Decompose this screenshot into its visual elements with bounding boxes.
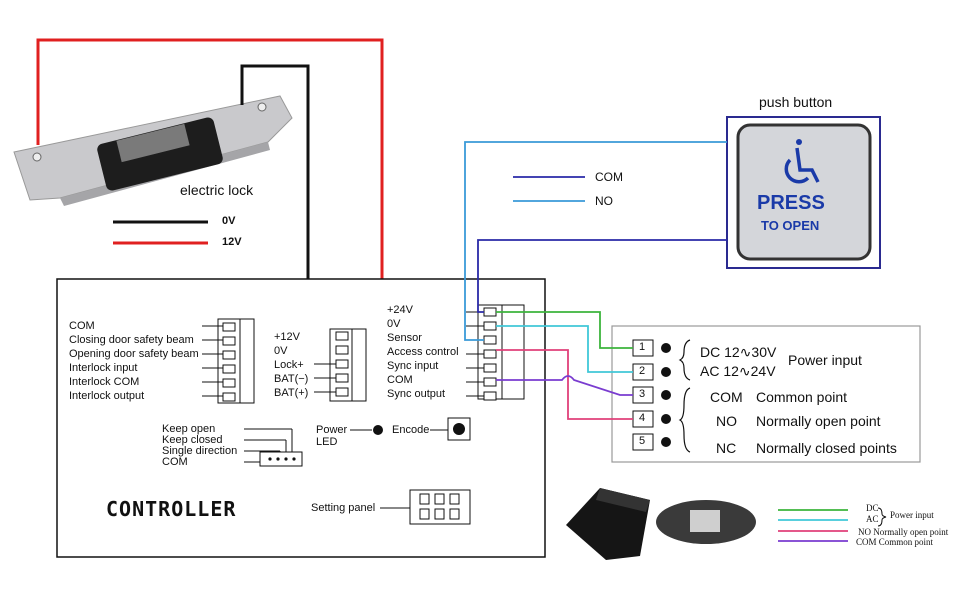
normally-closed-label: Normally closed points bbox=[756, 440, 897, 456]
power-led-label: Power bbox=[316, 424, 348, 436]
right-terminal-label: 0V bbox=[387, 318, 401, 330]
mid-terminal-label: BAT(+) bbox=[274, 387, 309, 399]
terminal-number: 1 bbox=[639, 341, 646, 353]
cyan-wire bbox=[496, 325, 633, 373]
mid-terminal-label: 0V bbox=[274, 345, 288, 357]
right-terminal-label: Access control bbox=[387, 346, 459, 358]
encode-knob-icon bbox=[453, 423, 465, 435]
electric-lock-image bbox=[13, 95, 293, 206]
normally-open-label: Normally open point bbox=[756, 413, 881, 429]
terminal-number: 5 bbox=[639, 435, 646, 447]
setting-panel-connector bbox=[380, 489, 471, 525]
mid-terminal-label: +12V bbox=[274, 331, 300, 343]
right-terminal-block bbox=[466, 304, 525, 401]
power-brace bbox=[678, 339, 691, 381]
green-wire bbox=[496, 311, 633, 349]
right-terminal-label: Sensor bbox=[387, 332, 422, 344]
dc-range-label: DC 12∿30V bbox=[700, 344, 777, 360]
electric-lock-title: electric lock bbox=[180, 182, 254, 198]
sensor-photo-1 bbox=[566, 488, 650, 560]
power-led-icon bbox=[373, 425, 383, 435]
mid-terminal-label: BAT(−) bbox=[274, 373, 309, 385]
to-open-text: TO OPEN bbox=[761, 218, 820, 233]
contact-brace bbox=[678, 387, 691, 453]
left-terminal-label: Interlock input bbox=[69, 362, 138, 374]
mode-switch-connector bbox=[244, 428, 303, 467]
no-code-label: NO bbox=[716, 413, 737, 429]
small-dc-label: DC bbox=[866, 503, 879, 513]
legend-no-label: NO bbox=[595, 194, 613, 208]
nc-code-label: NC bbox=[716, 440, 737, 456]
com-code-label: COM bbox=[710, 389, 743, 405]
right-terminal-label: +24V bbox=[387, 304, 413, 316]
sensor-photo-2 bbox=[656, 500, 756, 544]
controller-title: CONTROLLER bbox=[106, 497, 237, 521]
wheelchair-icon bbox=[784, 139, 820, 184]
right-terminal-label: COM bbox=[387, 374, 413, 386]
sensor-terminals bbox=[632, 339, 671, 451]
purple-wire bbox=[496, 375, 633, 396]
mode-label: Keep closed bbox=[162, 434, 223, 446]
left-terminal-label: Closing door safety beam bbox=[69, 334, 194, 346]
mid-terminal-label: Lock+ bbox=[274, 359, 304, 371]
small-no-label: NO Normally open point bbox=[858, 527, 949, 537]
encode-label: Encode bbox=[392, 424, 430, 436]
press-text: PRESS bbox=[757, 192, 825, 214]
push-button-plate[interactable] bbox=[736, 123, 872, 261]
right-terminal-label: Sync output bbox=[387, 388, 446, 400]
mode-label: COM bbox=[162, 456, 188, 468]
small-power-input-label: Power input bbox=[890, 510, 934, 520]
pink-wire bbox=[496, 349, 633, 420]
ac-range-label: AC 12∿24V bbox=[700, 363, 776, 379]
small-ac-label: AC bbox=[866, 514, 879, 524]
terminal-number: 3 bbox=[639, 388, 646, 400]
left-terminal-label: Opening door safety beam bbox=[69, 348, 199, 360]
terminal-number: 4 bbox=[639, 412, 646, 424]
common-point-label: Common point bbox=[756, 389, 848, 405]
left-terminal-label: Interlock COM bbox=[69, 376, 140, 388]
left-terminal-label: Interlock output bbox=[69, 390, 145, 402]
com-wire bbox=[477, 239, 727, 313]
legend-0v-label: 0V bbox=[222, 215, 236, 227]
setting-panel-label: Setting panel bbox=[311, 502, 376, 514]
mid-terminal-block bbox=[314, 328, 367, 402]
left-terminal-block bbox=[202, 318, 255, 404]
right-terminal-label: Sync input bbox=[387, 360, 439, 372]
mode-label: Keep open bbox=[162, 423, 216, 435]
legend-com-label: COM bbox=[595, 170, 623, 184]
small-com-label: COM Common point bbox=[856, 537, 934, 547]
legend-12v-label: 12V bbox=[222, 236, 242, 248]
push-button-title: push button bbox=[759, 94, 833, 110]
mode-label: Single direction bbox=[162, 445, 238, 457]
left-terminal-label: COM bbox=[69, 320, 95, 332]
led-label: LED bbox=[316, 436, 338, 448]
power-input-label: Power input bbox=[788, 352, 862, 368]
terminal-number: 2 bbox=[639, 365, 646, 377]
no-wire bbox=[464, 141, 727, 341]
